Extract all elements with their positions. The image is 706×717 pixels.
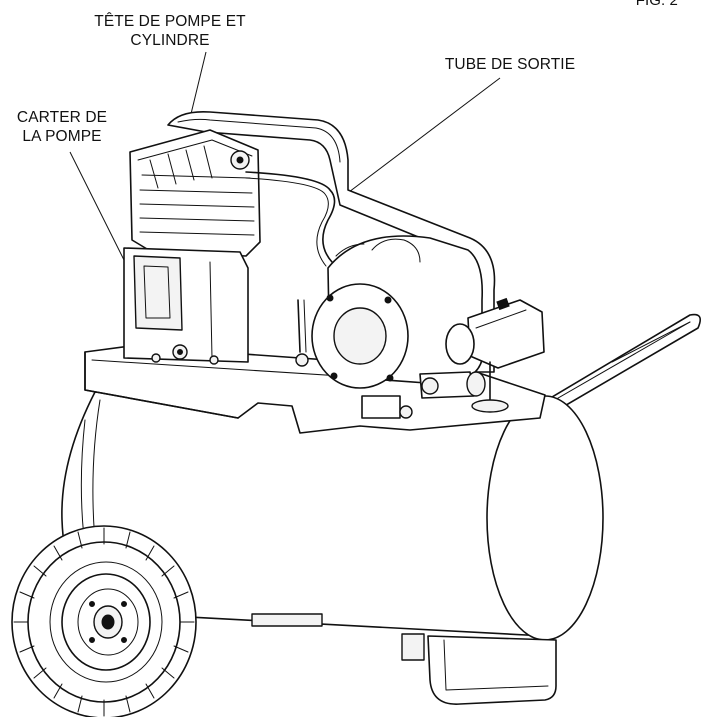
- label-outlet-tube: TUBE DE SORTIE: [444, 56, 576, 73]
- label-pump-crankcase: CARTER DE LA POMPE: [16, 109, 108, 145]
- leader-lines: [69, 51, 501, 269]
- wheel: [11, 525, 197, 717]
- leader-pump-head: [189, 51, 207, 119]
- tire-tread: [13, 527, 195, 717]
- tank-foot: [251, 613, 557, 705]
- leader-outlet-tube: [344, 77, 501, 196]
- pressure-switch: [419, 297, 545, 413]
- outlet-tube: [245, 171, 336, 367]
- motor: [311, 235, 484, 389]
- figure-number: FIG. 2: [635, 0, 678, 9]
- leader-crankcase: [69, 151, 129, 269]
- pump-head: [129, 129, 261, 257]
- label-pump-head-cylinder: TÊTE DE POMPE ET CYLINDRE: [94, 13, 246, 49]
- pump-crankcase: [123, 247, 249, 365]
- frame: [167, 110, 496, 373]
